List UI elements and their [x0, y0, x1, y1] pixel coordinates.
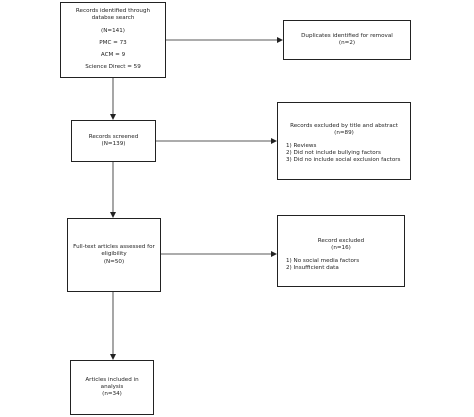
- duplicates-box: Duplicates identified for removal (n=2): [283, 20, 411, 60]
- screened-title: Records screened: [88, 133, 139, 140]
- excluded-title-abstract-reasons: 1) Reviews 2) Did not include bullying f…: [282, 143, 400, 165]
- identification-science-direct: Science Direct = 59: [85, 64, 141, 71]
- screened-box: Records screened (N=139): [71, 120, 156, 162]
- included-title: Articles included in analysis: [85, 376, 141, 390]
- included-box: Articles included in analysis (n=34): [70, 360, 154, 415]
- duplicates-count: (n=2): [338, 40, 356, 46]
- duplicates-title: Duplicates identified for removal: [301, 32, 393, 39]
- reason-item: 1) Reviews: [286, 142, 317, 149]
- reason-item: 2) Did not include bullying factors: [286, 149, 381, 156]
- identification-pmc: PMC = 73: [99, 39, 127, 46]
- screened-count: (N=139): [101, 141, 126, 147]
- excluded-title-abstract-box: Records excluded by title and abstract (…: [277, 102, 411, 180]
- identification-count: (N=141): [101, 27, 125, 34]
- excluded-full-text-title: Record excluded: [317, 238, 365, 244]
- full-text-box: Full-text articles assessed for eligibil…: [67, 218, 161, 292]
- identification-title: Records identified through databse searc…: [75, 8, 152, 22]
- included-count: (n=34): [102, 391, 122, 398]
- reason-item: 2) Insufficient data: [286, 264, 339, 271]
- excluded-full-text-reasons: 1) No social media factors 2) Insufficie…: [282, 258, 359, 273]
- identification-box: Records identified through databse searc…: [60, 2, 166, 78]
- identification-acm: ACM = 9: [100, 52, 126, 59]
- full-text-count: (N=50): [103, 258, 125, 265]
- reason-item: 1) No social media factors: [286, 257, 360, 264]
- excluded-full-text-box: Record excluded (n=16) 1) No social medi…: [277, 215, 405, 287]
- excluded-title-abstract-count: (n=89): [334, 130, 354, 137]
- excluded-full-text-count: (n=16): [331, 245, 351, 252]
- excluded-title-abstract-title: Records excluded by title and abstract: [290, 123, 398, 129]
- full-text-title: Full-text articles assessed for eligibil…: [73, 244, 157, 258]
- reason-item: 3) Did no include social exclusion facto…: [286, 157, 401, 164]
